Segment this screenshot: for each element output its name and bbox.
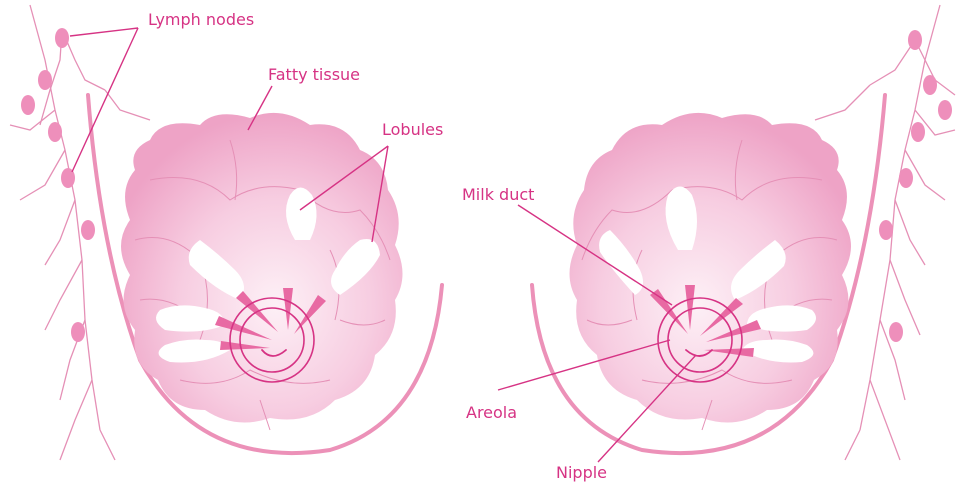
label-lobules: Lobules (382, 120, 443, 139)
right-lymph-nodes (879, 30, 952, 342)
lymph-node (889, 322, 903, 342)
label-lymph-nodes: Lymph nodes (148, 10, 254, 29)
left-breast (10, 5, 442, 460)
lymph-node (908, 30, 922, 50)
leader-lymph-nodes-2 (72, 28, 138, 172)
lymph-node (71, 322, 85, 342)
lymph-node (81, 220, 95, 240)
lymph-node (911, 122, 925, 142)
lymph-node (938, 100, 952, 120)
lymph-node (48, 122, 62, 142)
lymph-node (55, 28, 69, 48)
label-fatty-tissue: Fatty tissue (268, 65, 360, 84)
right-breast (532, 5, 955, 460)
lymph-node (879, 220, 893, 240)
label-milk-duct: Milk duct (462, 185, 534, 204)
label-nipple: Nipple (556, 463, 607, 482)
lymph-node (38, 70, 52, 90)
lymph-node (899, 168, 913, 188)
leader-lymph-nodes-1 (70, 28, 138, 36)
lymph-node (923, 75, 937, 95)
label-areola: Areola (466, 403, 517, 422)
lymph-node (21, 95, 35, 115)
